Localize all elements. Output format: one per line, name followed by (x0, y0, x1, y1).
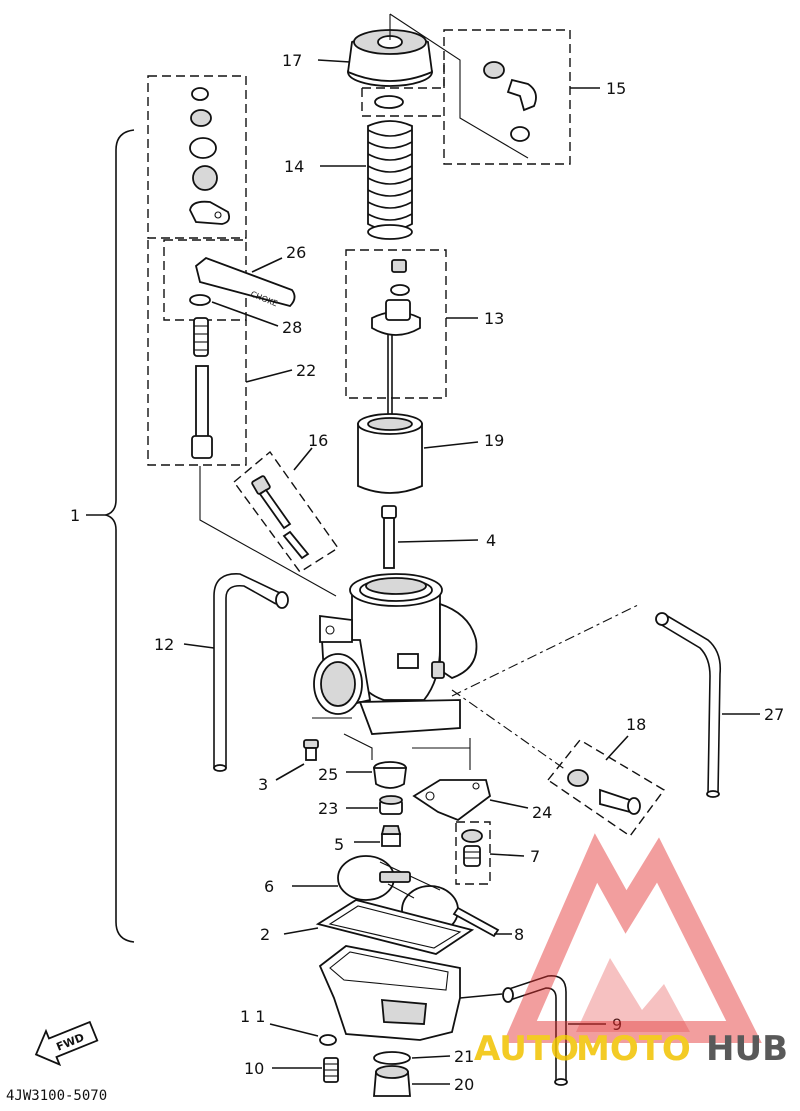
pilot-jet-5 (380, 825, 402, 847)
automotohub-logo: AUTO MOTO HUB (474, 833, 788, 1069)
float-pin-8 (452, 906, 500, 938)
callout-15: 15 (606, 79, 626, 98)
callout-17: 17 (282, 51, 302, 70)
drain-plug-20 (373, 1065, 411, 1097)
needle-valve-box-7 (455, 821, 491, 885)
callout-21: 21 (454, 1047, 474, 1066)
vent-hose-27 (655, 612, 722, 798)
top-cap (347, 14, 433, 87)
jet-needle (371, 259, 421, 420)
vent-hose-12 (213, 573, 289, 772)
pilot-screw-box (233, 450, 339, 573)
jet-holder-25 (372, 761, 408, 789)
o-ring-21 (373, 1051, 411, 1065)
air-screw (567, 769, 641, 815)
drain-screw-10 (323, 1057, 339, 1083)
callout-18: 18 (626, 715, 646, 734)
callout-12: 12 (154, 635, 174, 654)
callout-7: 7 (530, 847, 540, 866)
logo-text-moto: MOTO (576, 1029, 691, 1069)
callout-26: 26 (286, 243, 306, 262)
callout-20: 20 (454, 1075, 474, 1094)
choke-lever: CHOKE (189, 256, 296, 308)
throttle-valve (357, 413, 423, 494)
needle-kit-box (345, 249, 447, 399)
callout-3: 3 (258, 775, 268, 794)
callout-16: 16 (308, 431, 328, 450)
logo-triangle-icon (503, 833, 762, 1043)
cable-adjuster-kit-box (147, 75, 247, 239)
starter-plunger-box (147, 240, 247, 466)
callout-22: 22 (296, 361, 316, 380)
cable-elbow-kit-box (443, 29, 571, 165)
callout-9: 9 (612, 1015, 622, 1034)
adjuster-parts (189, 87, 231, 225)
callout-11: 1 1 (240, 1007, 265, 1026)
callout-24: 24 (532, 803, 552, 822)
starter-plunger (191, 317, 213, 459)
carburetor-body (313, 573, 478, 735)
callout-23: 23 (318, 799, 338, 818)
cap-gasket (374, 95, 404, 109)
float-chamber (318, 945, 461, 1041)
callout-14: 14 (284, 157, 304, 176)
plate-24 (412, 779, 492, 822)
float-chamber-gasket-2 (315, 899, 475, 955)
assembly-bracket (103, 129, 135, 943)
fwd-arrow-icon: FWD (34, 1020, 99, 1067)
main-jet-23 (379, 795, 403, 815)
needle-jet (381, 505, 397, 569)
callout-6: 6 (264, 877, 274, 896)
callout-10: 10 (244, 1059, 264, 1078)
callout-2: 2 (260, 925, 270, 944)
callout-1: 1 (70, 506, 80, 525)
air-screw-box (546, 739, 666, 837)
callout-4: 4 (486, 531, 496, 550)
needle-valve-7 (461, 829, 483, 867)
throttle-spring (367, 120, 413, 240)
washer-11 (319, 1034, 337, 1046)
callout-8: 8 (514, 925, 524, 944)
screw-3 (303, 739, 319, 761)
callout-19: 19 (484, 431, 504, 450)
logo-text-auto: AUTO (474, 1029, 579, 1069)
pilot-screw (251, 475, 310, 560)
callout-25: 25 (318, 765, 338, 784)
cable-elbow-parts (483, 61, 537, 142)
callout-28: 28 (282, 318, 302, 337)
callout-27: 27 (764, 705, 784, 724)
logo-text-hub: HUB (706, 1029, 788, 1069)
callout-5: 5 (334, 835, 344, 854)
drain-hose-9 (502, 975, 568, 1086)
callout-13: 13 (484, 309, 504, 328)
diagram-part-number: 4JW3100-5070 (6, 1088, 107, 1104)
